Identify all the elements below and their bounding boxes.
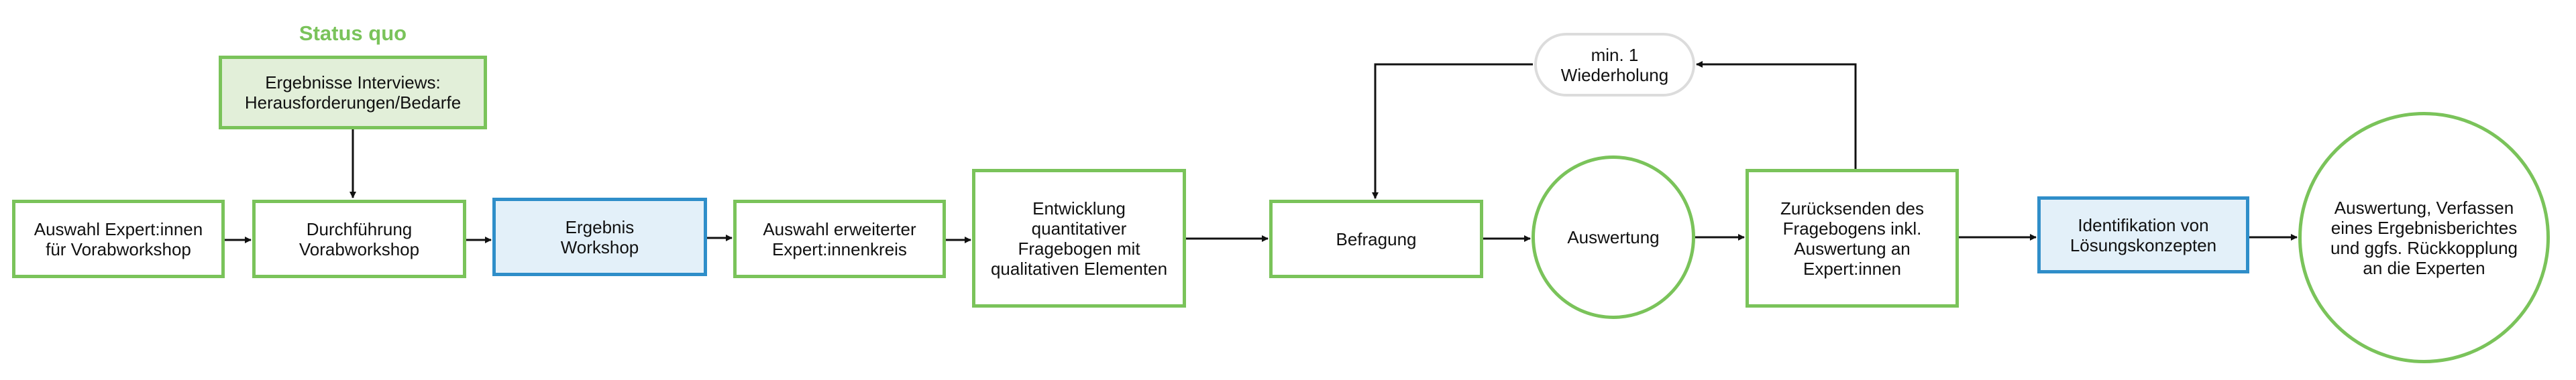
zuruecksenden-node: Zurücksenden des Fragebogens inkl. Auswe…	[1746, 169, 1959, 308]
arrow-zuruecksenden-to-loop	[1696, 61, 1857, 169]
interviews-node: Ergebnisse Interviews: Herausforderungen…	[219, 56, 487, 129]
durchfuehrung-node: Durchführung Vorabworkshop	[252, 200, 466, 278]
ergebnis-workshop-node: Ergebnis Workshop	[492, 198, 707, 276]
arrow-loop-to-befragung	[1372, 63, 1533, 199]
auswahl-vorab-node: Auswahl Expert:innen für Vorabworkshop	[12, 200, 225, 278]
loop-label: min. 1 Wiederholung	[1534, 33, 1695, 97]
status-quo-title: Status quo	[299, 21, 407, 45]
identifikation-node: Identifikation von Lösungskonzepten	[2037, 196, 2249, 273]
auswahl-erweitert-node: Auswahl erweiterter Expert:innenkreis	[733, 200, 946, 278]
entwicklung-node: Entwicklung quantitativer Fragebogen mit…	[972, 169, 1186, 308]
auswertung-node: Auswertung	[1532, 155, 1695, 319]
befragung-node: Befragung	[1269, 200, 1483, 278]
auswertung-final-node: Auswertung, Verfassen eines Ergebnisberi…	[2298, 112, 2550, 363]
